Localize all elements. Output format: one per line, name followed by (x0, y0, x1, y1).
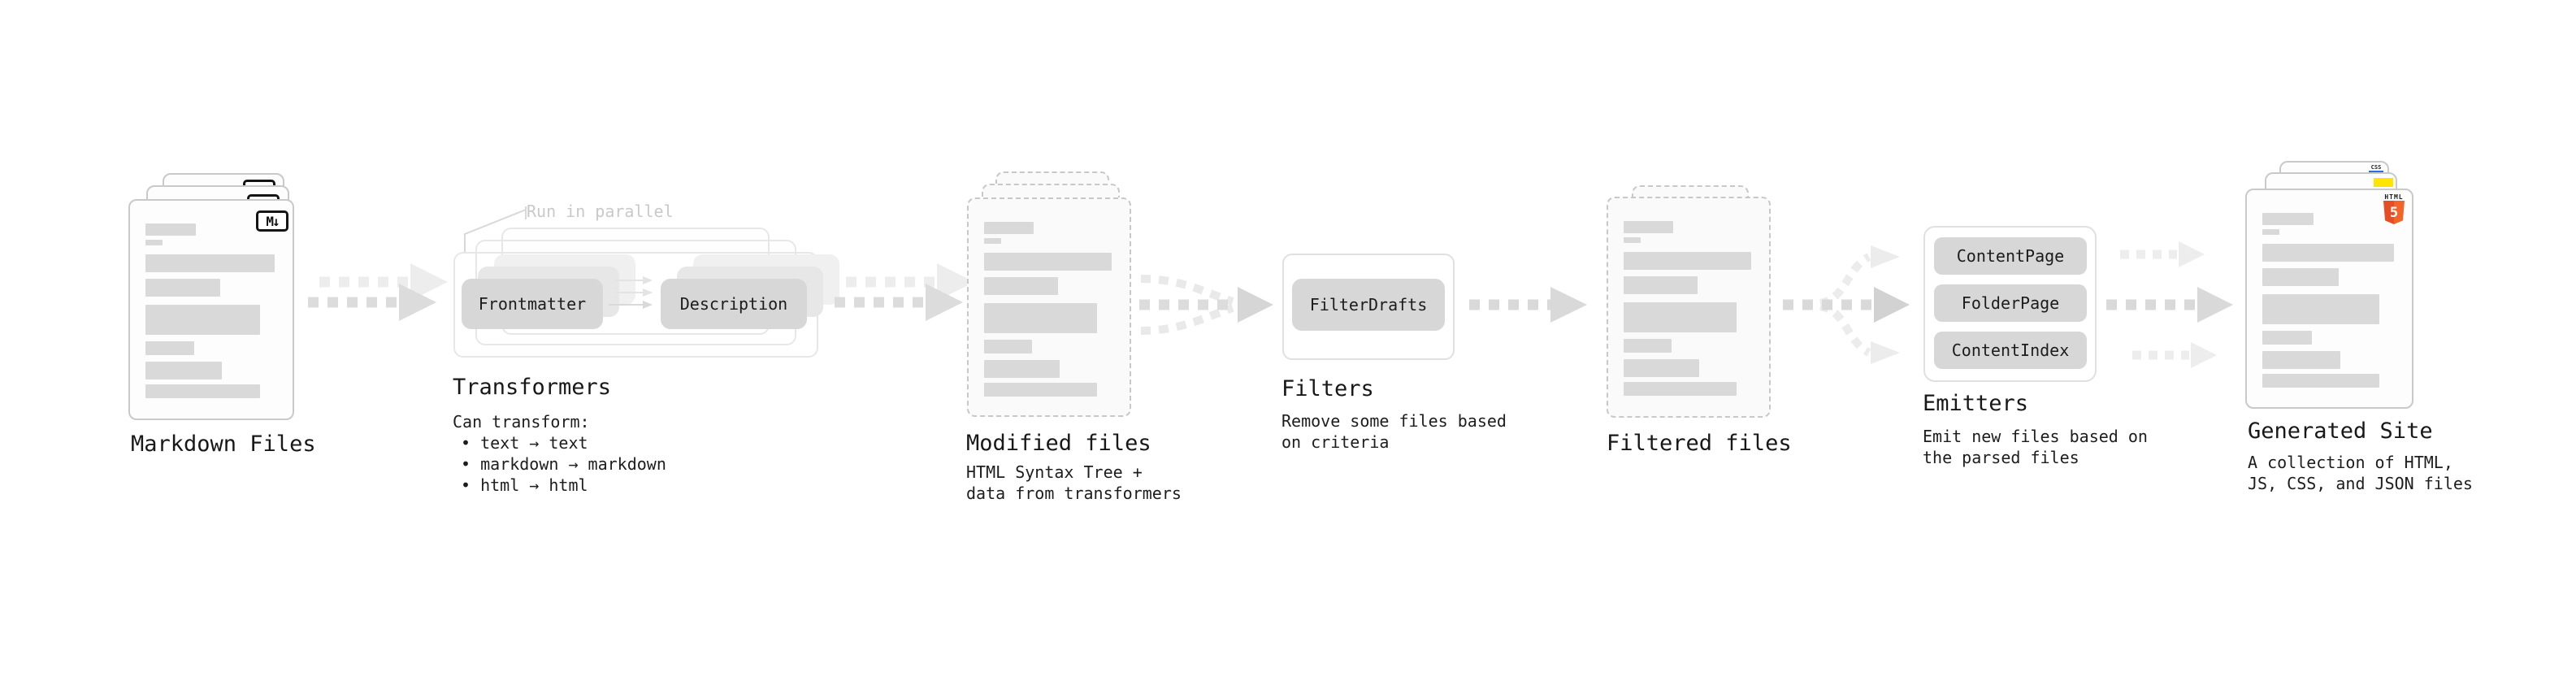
description-line: A collection of HTML, (2248, 453, 2453, 472)
emitters-description: Emit new files based on the parsed files (1923, 426, 2148, 468)
modified-file-card-front (967, 197, 1131, 417)
text-line (1624, 339, 1672, 353)
text-line (1624, 382, 1737, 396)
bullet-item: markdown → markdown (453, 453, 666, 475)
text-line (2262, 374, 2379, 388)
text-line (2262, 244, 2394, 262)
text-line (145, 362, 222, 380)
text-line (145, 384, 260, 398)
mini-arrow-icon (615, 276, 653, 284)
html5-icon: HTML 5 (2383, 193, 2405, 224)
markdown-icon: M↓ (256, 210, 288, 232)
description-pill: Description (661, 279, 807, 329)
text-line (145, 341, 194, 355)
mini-arrow-icon (615, 288, 653, 297)
text-line (1624, 252, 1751, 270)
description-line: the parsed files (1923, 448, 2079, 467)
run-in-parallel-note: Run in parallel (527, 202, 674, 221)
text-line (2262, 331, 2313, 345)
bullet-item: html → html (453, 475, 666, 496)
text-line (984, 222, 1034, 234)
note-connector-line (464, 206, 527, 252)
placeholder-text-lines (984, 222, 1114, 397)
text-line (984, 238, 1001, 244)
flow-arrow-icon (308, 263, 448, 321)
text-line (2262, 229, 2280, 235)
description-line: JS, CSS, and JSON files (2248, 474, 2473, 493)
css-file-icon: CSS (2369, 165, 2383, 173)
text-line (2262, 294, 2379, 324)
generated-file-card-front: HTML 5 (2245, 189, 2413, 409)
description-line: Emit new files based on (1923, 427, 2148, 446)
stage-label-transformers: Transformers (453, 375, 612, 400)
stage-label-markdown-files: Markdown Files (131, 432, 316, 457)
placeholder-text-lines (145, 223, 277, 398)
mini-arrow-icon (609, 301, 653, 309)
js-file-icon (2374, 178, 2393, 187)
stage-label-generated-site: Generated Site (2248, 419, 2433, 444)
contentindex-pill: ContentIndex (1934, 332, 2087, 369)
folderpage-pill: FolderPage (1934, 284, 2087, 322)
bullet-item: text → text (453, 432, 666, 453)
description-line: Remove some files based (1281, 411, 1507, 431)
text-line (1624, 302, 1737, 332)
filters-description: Remove some files based on criteria (1281, 410, 1507, 453)
text-line (984, 277, 1059, 295)
transformers-description: Can transform: text → text markdown → ma… (453, 411, 666, 496)
flow-arrow-icon (1469, 287, 1587, 323)
generated-site-description: A collection of HTML, JS, CSS, and JSON … (2248, 452, 2473, 494)
frontmatter-pill: Frontmatter (462, 279, 603, 329)
stage-label-modified-files: Modified files (966, 431, 1151, 456)
branch-arrow-icon (1783, 245, 1910, 364)
text-line (984, 253, 1112, 271)
text-line (1624, 276, 1698, 294)
html5-word: HTML (2384, 193, 2404, 201)
text-line (984, 340, 1033, 354)
text-line (2262, 351, 2340, 369)
filterdrafts-pill: FilterDrafts (1292, 279, 1445, 331)
text-line (2262, 268, 2340, 286)
text-line (984, 303, 1098, 333)
text-line (1624, 221, 1673, 233)
flow-arrow-icon (835, 263, 974, 321)
text-line (2262, 213, 2314, 225)
converge-arrow-icon (1139, 275, 1273, 335)
description-line: on criteria (1281, 432, 1390, 452)
description-line: data from transformers (966, 484, 1182, 503)
stage-label-filters: Filters (1281, 376, 1374, 401)
description-line: Can transform: (453, 412, 590, 432)
text-line (145, 254, 275, 272)
text-line (145, 305, 260, 335)
placeholder-text-lines (1624, 221, 1754, 396)
text-line (984, 360, 1060, 378)
placeholder-text-lines (2262, 213, 2396, 388)
stage-label-filtered-files: Filtered files (1607, 431, 1792, 456)
flow-arrow-icon (2106, 287, 2233, 323)
description-line: HTML Syntax Tree + (966, 462, 1143, 482)
markdown-file-card-front: M↓ (128, 199, 294, 420)
text-line (145, 240, 163, 245)
text-line (145, 223, 196, 236)
text-line (984, 383, 1098, 397)
filtered-file-card-front (1607, 197, 1771, 418)
contentpage-pill: ContentPage (1934, 237, 2087, 275)
text-line (1624, 359, 1699, 377)
text-line (1624, 237, 1641, 243)
flow-arrow-icon (2132, 342, 2217, 368)
stage-label-emitters: Emitters (1923, 391, 2029, 416)
html5-shield: 5 (2383, 201, 2405, 224)
text-line (145, 279, 221, 297)
modified-files-description: HTML Syntax Tree + data from transformer… (966, 462, 1182, 504)
flow-arrow-icon (2120, 241, 2205, 267)
